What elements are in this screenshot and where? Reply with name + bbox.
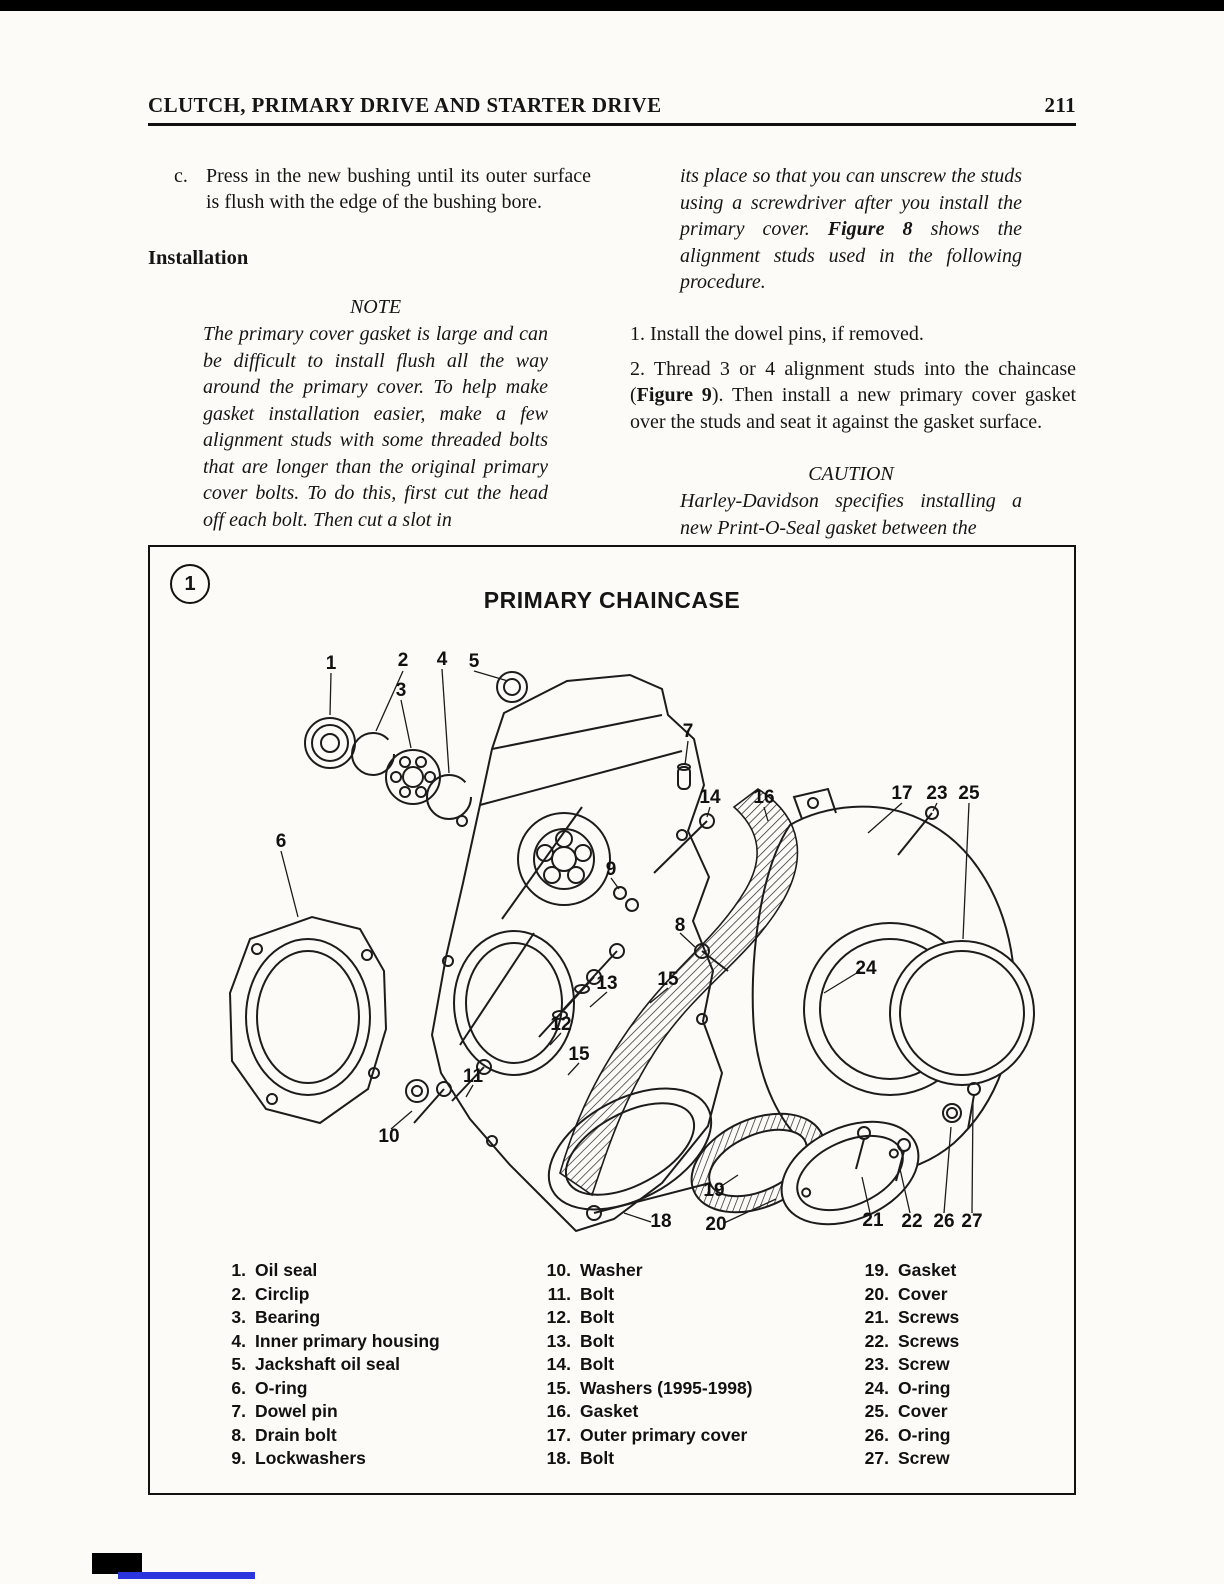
scan-artifact-black — [92, 1553, 142, 1574]
callout-9: 9 — [605, 859, 617, 880]
legend-item: 1.Oil seal — [231, 1260, 318, 1280]
callout-3: 3 — [395, 680, 407, 701]
legend-item: 10.Washer — [546, 1260, 643, 1280]
callout-23: 23 — [926, 783, 948, 804]
legend-item: 6.O-ring — [231, 1377, 308, 1398]
legend-item: 12.Bolt — [546, 1307, 615, 1327]
callout-26: 26 — [933, 1211, 955, 1232]
step-2-pre: 2. Thread 3 or 4 alignment studs into th… — [630, 357, 1076, 407]
legend-item: 14.Bolt — [546, 1354, 615, 1374]
left-column: c. Press in the new bushing until its ou… — [148, 163, 591, 533]
callout-12: 12 — [550, 1014, 572, 1035]
step-c: c. Press in the new bushing until its ou… — [148, 163, 591, 215]
legend-column-1: 1.Oil seal 2.Circlip 3.Bearing 4.Inner p… — [210, 1259, 535, 1471]
scan-edge-top — [0, 0, 1224, 11]
step-1: 1. Install the dowel pins, if removed. — [630, 322, 924, 345]
step-c-text: Press in the new bushing until its outer… — [206, 165, 591, 213]
legend-item: 8.Drain bolt — [231, 1424, 337, 1445]
figure-8-reference: Figure 8 — [827, 218, 913, 240]
legend-item: 17.Outer primary cover — [546, 1424, 748, 1445]
legend-item: 7.Dowel pin — [231, 1401, 338, 1421]
callout-21: 21 — [862, 1210, 884, 1231]
parts-legend: 1.Oil seal 2.Circlip 3.Bearing 4.Inner p… — [150, 1259, 1074, 1471]
figure-number-badge: 1 — [170, 564, 210, 604]
figure-1-box: 1 PRIMARY CHAINCASE — [148, 545, 1076, 1495]
caution-body: Harley-Davidson specifies installing a n… — [680, 490, 1022, 539]
callout-20: 20 — [705, 1214, 727, 1235]
callout-1: 1 — [325, 653, 337, 674]
exploded-diagram: 1 2 4 5 3 7 14 16 17 23 25 6 9 8 24 13 1… — [162, 621, 1062, 1251]
legend-item: 18.Bolt — [546, 1448, 615, 1468]
legend-item: 23.Screw — [864, 1354, 950, 1374]
callout-2: 2 — [397, 650, 409, 671]
legend-item: 9.Lockwashers — [231, 1448, 366, 1468]
exploded-diagram-art — [228, 668, 1035, 1233]
legend-column-2: 10.Washer 11.Bolt 12.Bolt 13.Bolt 14.Bol… — [535, 1259, 853, 1471]
legend-item: 19.Gasket — [864, 1260, 957, 1280]
legend-item: 4.Inner primary housing — [231, 1330, 440, 1351]
note-continuation-pre: its place so that you can unscrew the st… — [680, 165, 1022, 240]
right-column: its place so that you can unscrew the st… — [630, 163, 1076, 541]
callout-4: 4 — [436, 649, 448, 670]
callout-22: 22 — [901, 1211, 923, 1232]
figure-9-reference: Figure 9 — [636, 384, 712, 406]
callout-11: 11 — [462, 1066, 484, 1087]
caution-heading: CAUTION — [808, 463, 894, 485]
note-continuation: its place so that you can unscrew the st… — [680, 163, 1022, 296]
callout-15b: 15 — [568, 1044, 590, 1065]
callout-15a: 15 — [657, 969, 679, 990]
step-2: 2. Thread 3 or 4 alignment studs into th… — [630, 356, 1076, 436]
note-body: The primary cover gasket is large and ca… — [203, 323, 548, 531]
callout-13: 13 — [596, 973, 618, 994]
legend-item: 26.O-ring — [864, 1424, 951, 1445]
legend-item: 11.Bolt — [547, 1283, 615, 1304]
legend-item: 13.Bolt — [546, 1330, 615, 1351]
callout-6: 6 — [275, 831, 287, 852]
legend-item: 5.Jackshaft oil seal — [231, 1354, 400, 1374]
callout-8: 8 — [674, 915, 686, 936]
legend-item: 27.Screw — [864, 1448, 950, 1468]
page-number: 211 — [1044, 93, 1076, 117]
legend-item: 22.Screws — [864, 1330, 960, 1351]
figure-title: PRIMARY CHAINCASE — [483, 587, 741, 613]
step-2-post: ). Then install a new primary cover gask… — [630, 384, 1076, 433]
callout-17: 17 — [891, 783, 913, 804]
callout-14: 14 — [699, 787, 721, 808]
legend-column-3: 19.Gasket 20.Cover 21.Screws 22.Screws 2… — [853, 1259, 1068, 1471]
callout-7: 7 — [682, 721, 694, 742]
legend-item: 2.Circlip — [231, 1283, 310, 1304]
callout-25: 25 — [958, 783, 980, 804]
legend-item: 3.Bearing — [231, 1307, 321, 1327]
note-heading: NOTE — [349, 296, 402, 318]
callout-16: 16 — [753, 787, 775, 808]
running-head: CLUTCH, PRIMARY DRIVE AND STARTER DRIVE — [148, 93, 662, 117]
step-c-label: c. — [174, 165, 188, 187]
legend-item: 21.Screws — [864, 1307, 960, 1327]
callout-19: 19 — [703, 1180, 725, 1201]
note-continuation-post: shows the alignment studs used in the fo… — [680, 218, 1023, 293]
callout-10: 10 — [378, 1126, 400, 1147]
legend-item: 20.Cover — [864, 1283, 948, 1304]
callout-18: 18 — [650, 1211, 672, 1232]
legend-item: 15.Washers (1995-1998) — [546, 1377, 753, 1398]
callout-24: 24 — [855, 958, 877, 979]
legend-item: 25.Cover — [864, 1401, 948, 1421]
page-header: CLUTCH, PRIMARY DRIVE AND STARTER DRIVE … — [148, 93, 1076, 118]
header-rule — [148, 123, 1076, 126]
callout-27: 27 — [961, 1211, 983, 1232]
callout-5: 5 — [468, 651, 480, 672]
legend-item: 16.Gasket — [546, 1401, 639, 1421]
scan-artifact-blue-line — [118, 1572, 255, 1579]
legend-item: 24.O-ring — [864, 1377, 951, 1398]
installation-heading: Installation — [148, 247, 249, 269]
